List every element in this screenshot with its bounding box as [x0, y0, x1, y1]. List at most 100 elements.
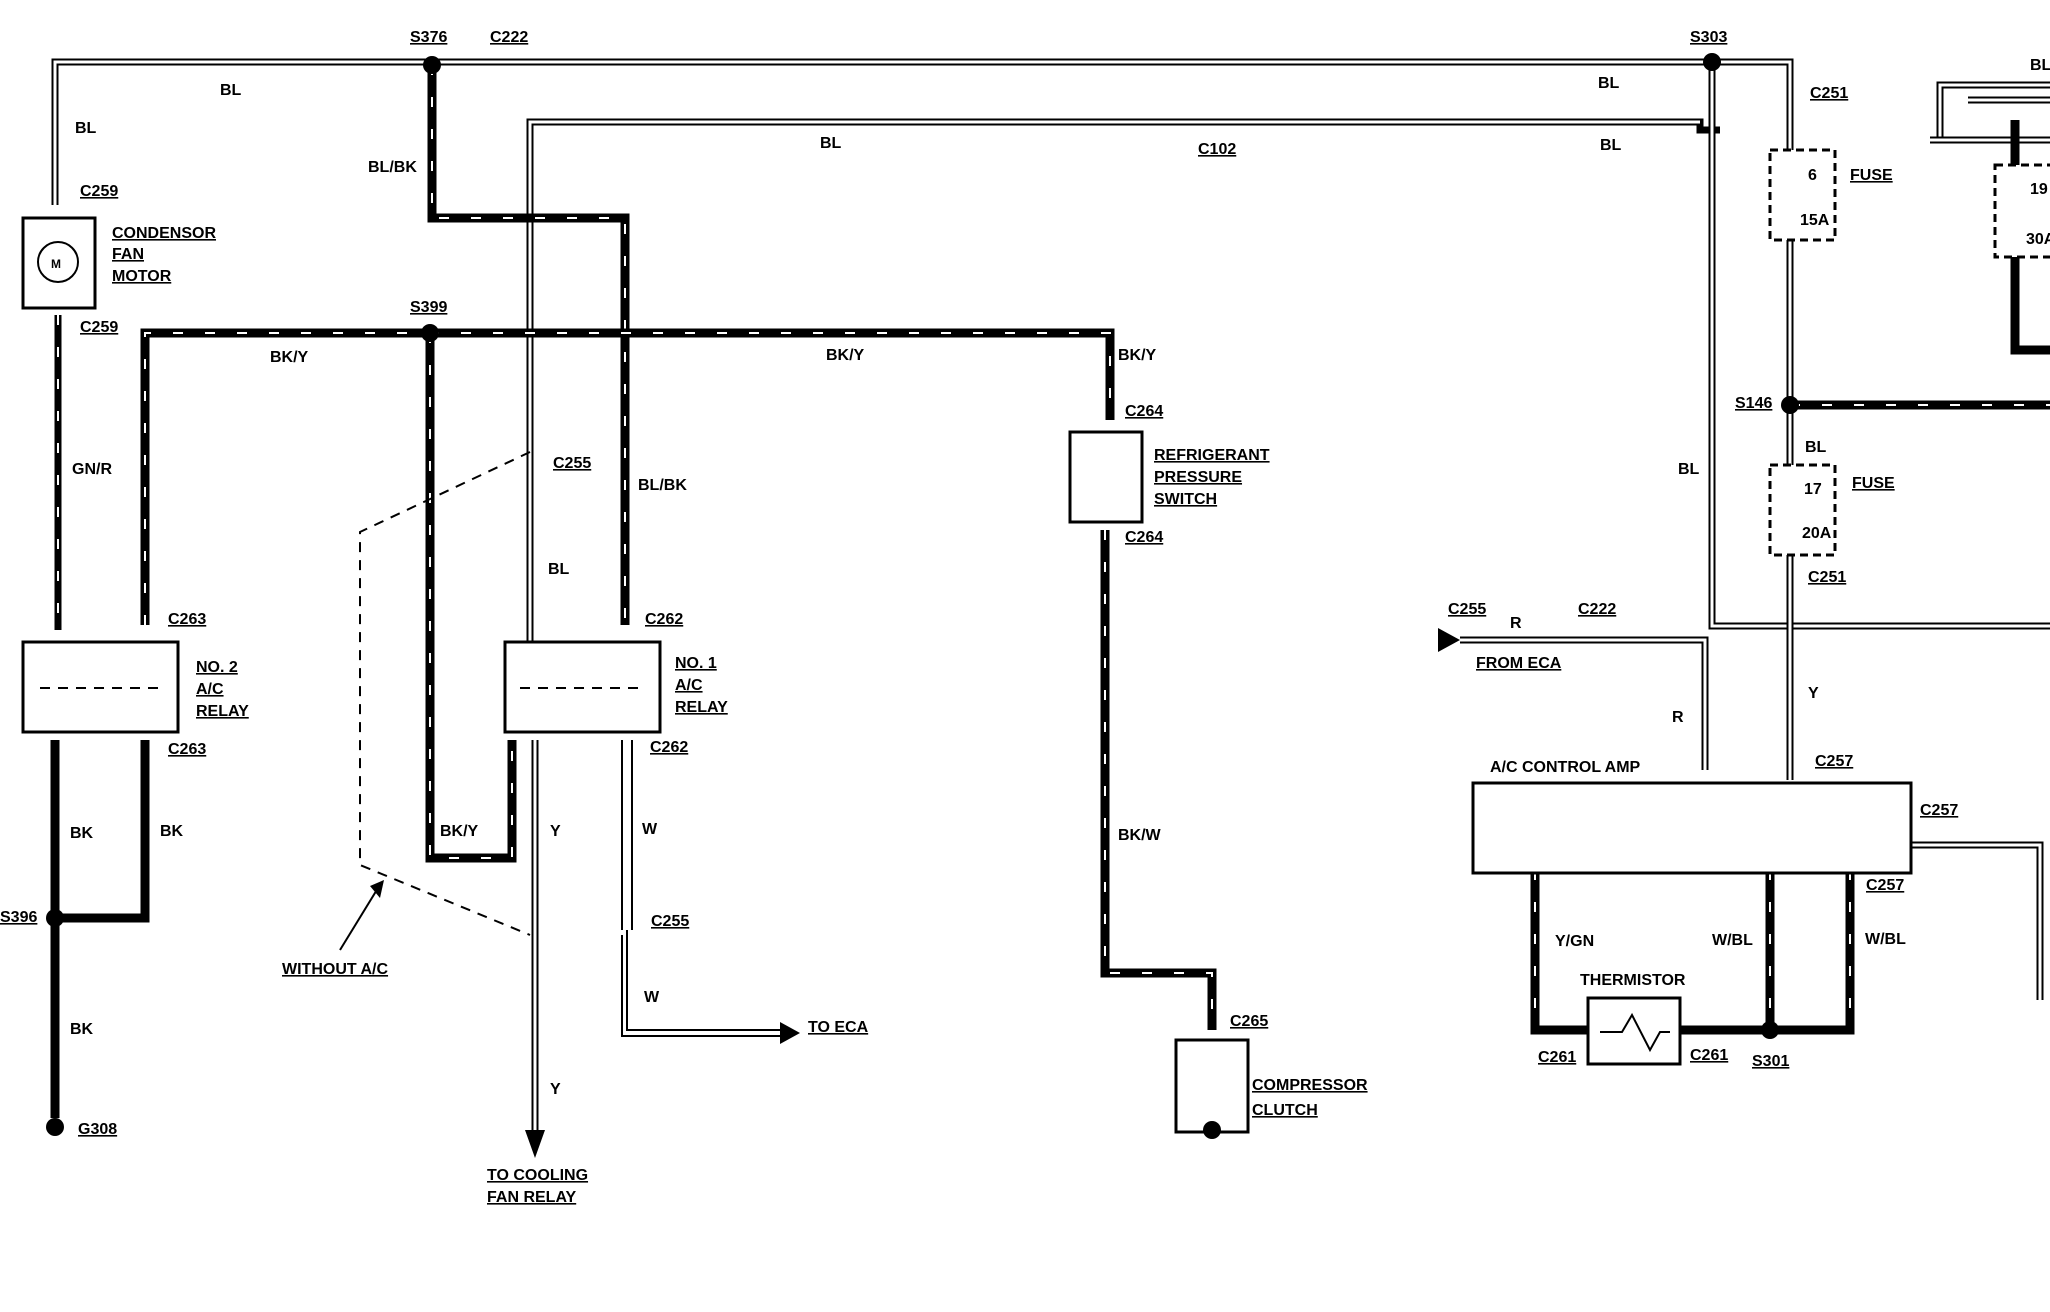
wire-thermistor — [1530, 870, 1855, 1035]
clutch-ground-node — [1203, 1121, 1221, 1139]
wire-label-bky-1: BK/Y — [270, 349, 309, 366]
label-c259-bottom: C259 — [80, 319, 118, 336]
wire-label-wbl-2: W/BL — [1865, 931, 1906, 948]
label-fuse-1: FUSE — [1850, 167, 1893, 184]
label-c264-top: C264 — [1125, 403, 1163, 420]
label-switch: SWITCH — [1154, 491, 1217, 508]
label-c251-bottom: C251 — [1808, 569, 1846, 586]
label-relay-no1-line1: NO. 1 — [675, 655, 717, 672]
wire-label-bl-top-right-2: BL — [1600, 137, 1622, 154]
wire-r-eca — [1460, 636, 1709, 770]
from-eca-plug — [1438, 628, 1460, 652]
wire-bl-top — [51, 58, 1794, 205]
wire-bky-main — [140, 328, 1115, 625]
wire-label-gnr: GN/R — [72, 461, 112, 478]
pressure-switch-box — [1068, 430, 1144, 524]
wire-label-bl-relay1: BL — [548, 561, 570, 578]
label-from-eca: FROM ECA — [1476, 655, 1562, 672]
wire-label-bk-3: BK — [70, 1021, 94, 1038]
wire-label-bl-fuse: BL — [1805, 439, 1827, 456]
wire-label-bl-edge: BL — [2030, 57, 2050, 74]
splice-s396 — [46, 909, 64, 927]
fuse-1-rating: 15A — [1800, 212, 1830, 229]
label-without-ac: WITHOUT A/C — [282, 961, 389, 978]
label-pressure: PRESSURE — [1154, 469, 1242, 486]
fuse-3-box — [1993, 163, 2050, 259]
without-ac-outline — [359, 451, 531, 936]
wire-bk-ground — [50, 740, 150, 1118]
wire-label-bl-top-left: BL — [220, 82, 242, 99]
label-c257-bottom: C257 — [1866, 877, 1904, 894]
fuse-3-rating: 30A — [2026, 231, 2050, 248]
fuse-2-box — [1768, 463, 1837, 557]
label-c264-bottom: C264 — [1125, 529, 1163, 546]
ground-g308 — [46, 1118, 64, 1136]
label-compressor: COMPRESSOR — [1252, 1077, 1368, 1094]
label-c222-top: C222 — [490, 29, 528, 46]
label-motor: MOTOR — [112, 268, 172, 285]
wire-label-w-1: W — [642, 821, 658, 838]
splice-s303 — [1703, 53, 1721, 71]
label-c261-left: C261 — [1538, 1049, 1576, 1066]
arrow-to-eca — [780, 1022, 800, 1044]
arrow-to-cooling-fan-relay — [525, 1130, 545, 1158]
wire-label-bky-3: BK/Y — [1118, 347, 1157, 364]
wire-label-y-3: Y — [1808, 685, 1819, 702]
label-refrigerant: REFRIGERANT — [1154, 447, 1270, 464]
wire-label-bl-inner: BL — [820, 135, 842, 152]
wire-bl-right-top — [1930, 81, 2050, 144]
label-clutch: CLUTCH — [1252, 1102, 1318, 1119]
wire-label-bl-vert-right: BL — [1678, 461, 1700, 478]
compressor-clutch-box — [1174, 1038, 1250, 1134]
label-s399: S399 — [410, 299, 447, 316]
wire-label-bk-1: BK — [70, 825, 94, 842]
fuse-2-number: 17 — [1804, 481, 1822, 498]
wire-bl-c102 — [526, 118, 1720, 730]
wire-label-bky-2: BK/Y — [826, 347, 865, 364]
wire-label-y-2: Y — [550, 1081, 561, 1098]
label-c255-eca: C255 — [1448, 601, 1486, 618]
wire-bkw — [1100, 530, 1217, 1030]
label-c263-top: C263 — [168, 611, 206, 628]
wire-label-bky-4: BK/Y — [440, 823, 479, 840]
ac-control-amp-box — [1471, 781, 1913, 875]
label-to-eca: TO ECA — [808, 1019, 869, 1036]
label-c257-top: C257 — [1815, 753, 1853, 770]
label-c102: C102 — [1198, 141, 1236, 158]
label-s301: S301 — [1752, 1053, 1789, 1070]
splice-s399 — [421, 324, 439, 342]
label-c251-top: C251 — [1810, 85, 1848, 102]
label-c255-left: C255 — [553, 455, 591, 472]
wire-y-w — [531, 740, 780, 1130]
label-condensor: CONDENSOR — [112, 225, 216, 242]
label-c262-top: C262 — [645, 611, 683, 628]
motor-circle — [37, 241, 79, 283]
label-relay-no2-line3: RELAY — [196, 703, 249, 720]
wire-label-bl-top-right-1: BL — [1598, 75, 1620, 92]
label-c263-bottom: C263 — [168, 741, 206, 758]
wire-bl-s303-down — [1708, 62, 2050, 630]
wire-label-bk-2: BK — [160, 823, 184, 840]
wire-label-r-2: R — [1672, 709, 1684, 726]
wire-c257-right — [1912, 841, 2044, 1000]
label-relay-no2-line2: A/C — [196, 681, 224, 698]
without-ac-arrowhead — [370, 880, 384, 898]
label-fan: FAN — [112, 246, 144, 263]
wire-label-blbk-1: BL/BK — [368, 159, 417, 176]
label-ac-control-amp: A/C CONTROL AMP — [1490, 759, 1641, 776]
label-c262-bottom: C262 — [650, 739, 688, 756]
splice-s301 — [1761, 1021, 1779, 1039]
label-fan-relay: FAN RELAY — [487, 1189, 577, 1206]
label-relay-no2-line1: NO. 2 — [196, 659, 238, 676]
label-thermistor: THERMISTOR — [1580, 972, 1686, 989]
label-fuse-2: FUSE — [1852, 475, 1895, 492]
label-c257-right: C257 — [1920, 802, 1958, 819]
label-g308: G308 — [78, 1121, 117, 1138]
wire-label-bl-left: BL — [75, 120, 97, 137]
fuse-3-number: 19 — [2030, 181, 2048, 198]
label-c222-eca: C222 — [1578, 601, 1616, 618]
wire-label-y-1: Y — [550, 823, 561, 840]
wire-label-w-2: W — [644, 989, 660, 1006]
wire-label-r-1: R — [1510, 615, 1522, 632]
